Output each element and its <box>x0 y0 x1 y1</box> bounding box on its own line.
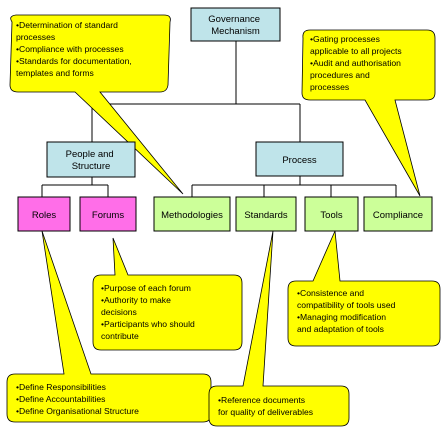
callout-forums-bubble <box>92 237 243 351</box>
callout-forums-line-3: decisions <box>101 307 137 317</box>
callout-standards-text: •Reference documents for quality of deli… <box>218 395 313 417</box>
callout-gating-line-5: processes <box>310 82 349 92</box>
callout-gating-line-3: •Audit and authorisation <box>310 58 401 68</box>
node-tools-box <box>304 196 359 232</box>
node-process-label: Process <box>282 155 317 166</box>
node-compliance-box <box>363 196 433 232</box>
node-people-structure-label: People and Structure <box>66 149 117 172</box>
node-standards-box <box>235 196 297 232</box>
callout-gating-line-2: applicable to all projects <box>310 46 402 56</box>
callout-roles-line-2: •Define Accountabilities <box>16 394 105 404</box>
node-process-box <box>255 141 344 177</box>
callout-roles-line-1: •Define Responsibilities <box>16 382 106 392</box>
node-forums-label: Forums <box>92 210 124 221</box>
callout-gating-text: •Gating processes applicable to all proj… <box>310 34 404 92</box>
node-methodologies-box <box>153 196 231 232</box>
callout-tools-bubble <box>287 229 441 347</box>
node-standards-label: Standards <box>244 210 288 221</box>
callout-roles-bubble <box>6 230 212 423</box>
callout-tools-line-4: and adaptation of tools <box>297 324 384 334</box>
callout-forums-line-1: •Purpose of each forum <box>101 283 191 293</box>
callout-gating-line-4: procedures and <box>310 70 370 80</box>
callout-forums-line-2: •Authority to make <box>101 295 171 305</box>
callout-governance-line-5: templates and forms <box>16 68 94 78</box>
callout-governance-bubble <box>9 14 184 195</box>
node-compliance-label: Compliance <box>373 210 423 221</box>
node-forums-box <box>79 196 137 232</box>
callout-governance-text: •Determination of standard processes •Co… <box>16 20 134 78</box>
connector-lines <box>41 41 397 197</box>
callout-roles-line-3: •Define Organisational Structure <box>16 406 139 416</box>
node-people-structure-line-2: Structure <box>72 161 111 172</box>
callout-tools-line-1: •Consistence and <box>297 288 364 298</box>
node-governance-line-1: Governance <box>208 14 260 25</box>
callout-tools-line-2: compatibility of tools used <box>297 300 396 310</box>
callout-tools-text: •Consistence and compatibility of tools … <box>297 288 398 334</box>
node-people-structure-line-1: People and <box>66 149 114 160</box>
callout-governance-line-2: processes <box>16 32 55 42</box>
node-people-structure-box <box>46 141 136 178</box>
callout-roles-text: •Define Responsibilities •Define Account… <box>16 382 139 416</box>
node-governance-label: Governance Mechanism <box>208 14 262 37</box>
node-governance-box <box>190 7 281 42</box>
node-roles-box <box>17 196 71 232</box>
callout-standards-line-2: for quality of deliverables <box>218 407 313 417</box>
callout-governance-line-1: •Determination of standard <box>16 20 118 30</box>
node-methodologies-label: Methodologies <box>161 210 223 221</box>
node-tools-label: Tools <box>320 210 342 221</box>
callout-governance-line-3: •Compliance with processes <box>16 44 124 54</box>
node-roles-label: Roles <box>32 210 57 221</box>
callout-gating-bubble <box>301 29 436 197</box>
callout-governance-line-4: •Standards for documentation, <box>16 56 132 66</box>
node-governance-line-2: Mechanism <box>211 26 260 37</box>
callout-gating-line-1: •Gating processes <box>310 34 380 44</box>
callout-forums-line-5: contribute <box>101 331 139 341</box>
callout-standards-line-1: •Reference documents <box>218 395 305 405</box>
callout-standards-bubble <box>208 230 350 427</box>
callout-tools-line-3: •Managing modification <box>297 312 386 322</box>
callout-forums-line-4: •Participants who should <box>101 319 195 329</box>
callout-forums-text: •Purpose of each forum •Authority to mak… <box>101 283 197 341</box>
